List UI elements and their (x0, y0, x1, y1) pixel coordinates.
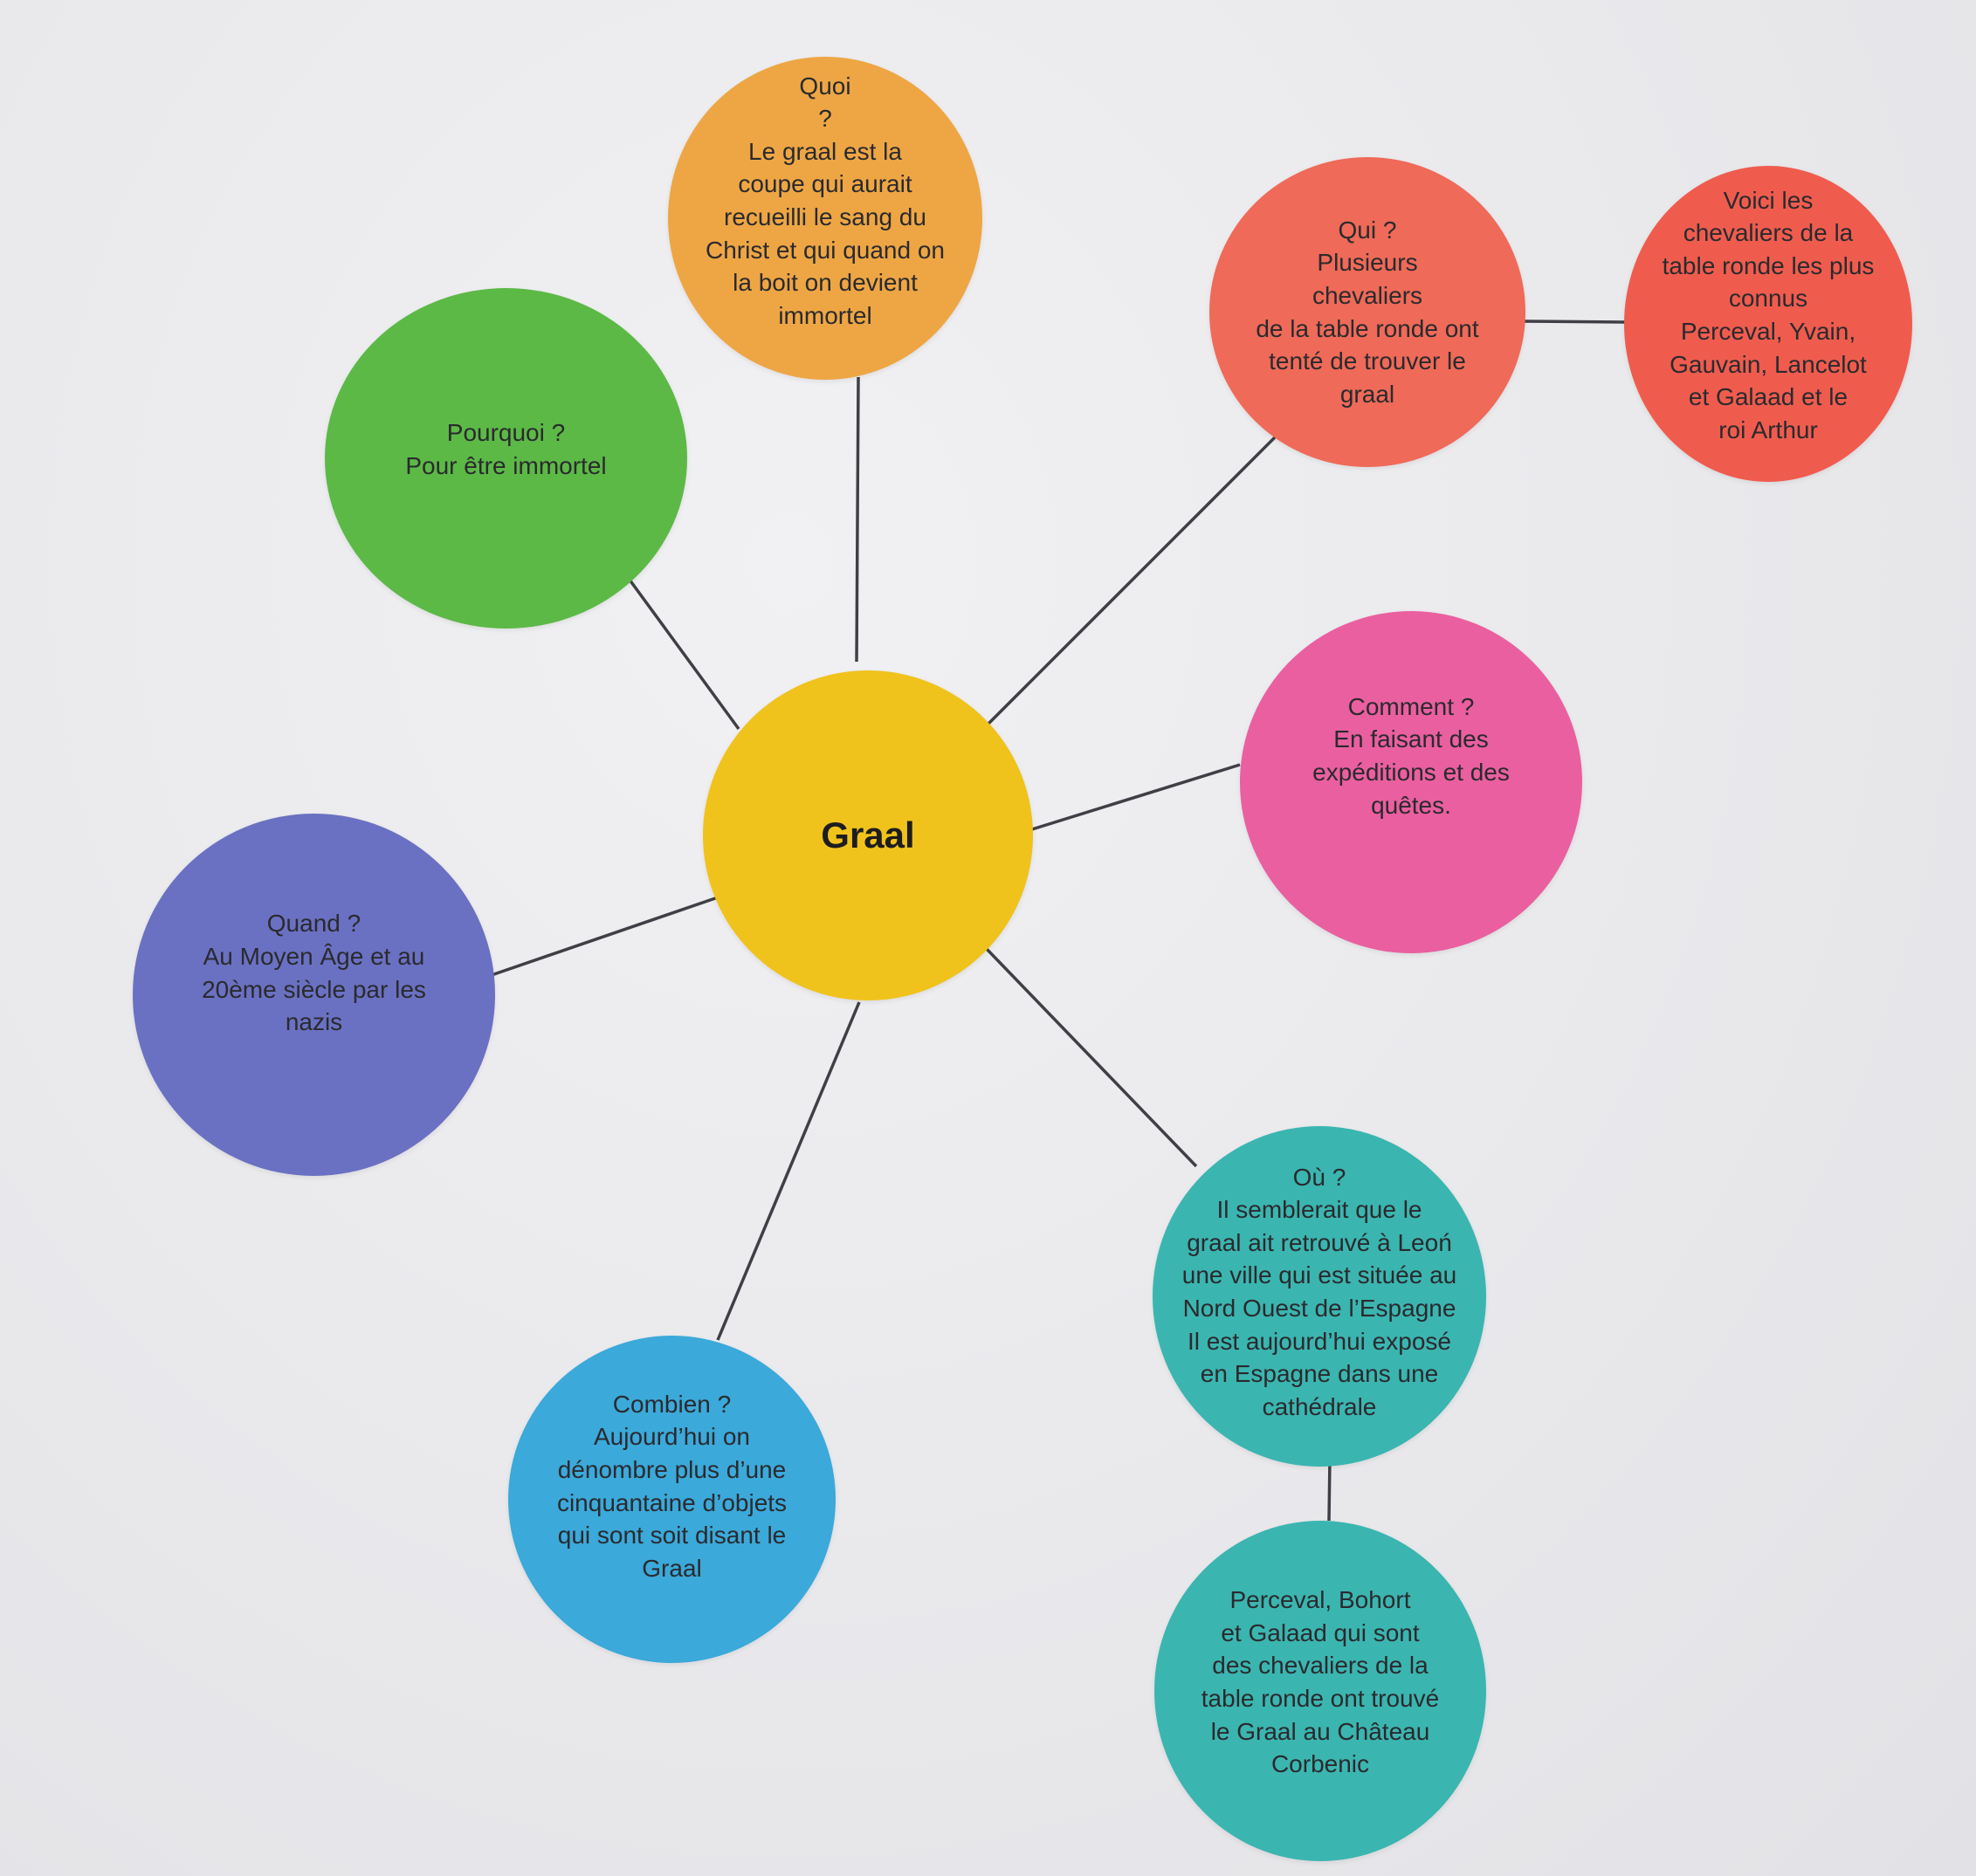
node-comment: Comment ? En faisant des expéditions et … (1240, 611, 1582, 953)
node-qui-text: Qui ? Plusieurs chevaliers de la table r… (1256, 216, 1479, 408)
node-ou: Où ? Il semblerait que le graal ait retr… (1153, 1126, 1486, 1467)
node-quoi-text: Quoi ? Le graal est la coupe qui aurait … (706, 72, 945, 329)
connector-center-quoi (855, 376, 860, 663)
connector-qui-voici (1523, 320, 1627, 324)
node-pourquoi: Pourquoi ? Pour être immortel (325, 288, 687, 629)
node-chevaliers-connus: Voici les chevaliers de la table ronde l… (1624, 166, 1912, 482)
node-chevaliers-connus-text: Voici les chevaliers de la table ronde l… (1662, 186, 1875, 443)
node-combien-text: Combien ? Aujourd’hui on dénombre plus d… (556, 1390, 788, 1582)
node-qui: Qui ? Plusieurs chevaliers de la table r… (1209, 157, 1525, 467)
node-pourquoi-text: Pourquoi ? Pour être immortel (405, 419, 607, 479)
node-perceval-bohort-galaad: Perceval, Bohort et Galaad qui sont des … (1154, 1521, 1486, 1861)
node-quand: Quand ? Au Moyen Âge et au 20ème siècle … (133, 814, 495, 1176)
node-combien: Combien ? Aujourd’hui on dénombre plus d… (508, 1336, 836, 1663)
node-perceval-bohort-galaad-text: Perceval, Bohort et Galaad qui sont des … (1201, 1586, 1440, 1778)
connector-ou-perceval (1327, 1457, 1332, 1522)
central-node-graal: Graal (703, 670, 1033, 1000)
connector-center-ou (983, 945, 1198, 1168)
connector-center-combien (716, 1001, 861, 1341)
central-node-label: Graal (821, 814, 915, 856)
connector-center-qui (983, 431, 1281, 729)
node-ou-text: Où ? Il semblerait que le graal ait retr… (1181, 1163, 1457, 1420)
connector-center-comment (1031, 763, 1241, 831)
node-comment-text: Comment ? En faisant des expéditions et … (1312, 692, 1510, 819)
connector-center-pourquoi (625, 574, 740, 731)
connector-center-quand (488, 896, 719, 978)
node-quand-text: Quand ? Au Moyen Âge et au 20ème siècle … (202, 910, 426, 1036)
node-quoi: Quoi ? Le graal est la coupe qui aurait … (668, 57, 982, 380)
